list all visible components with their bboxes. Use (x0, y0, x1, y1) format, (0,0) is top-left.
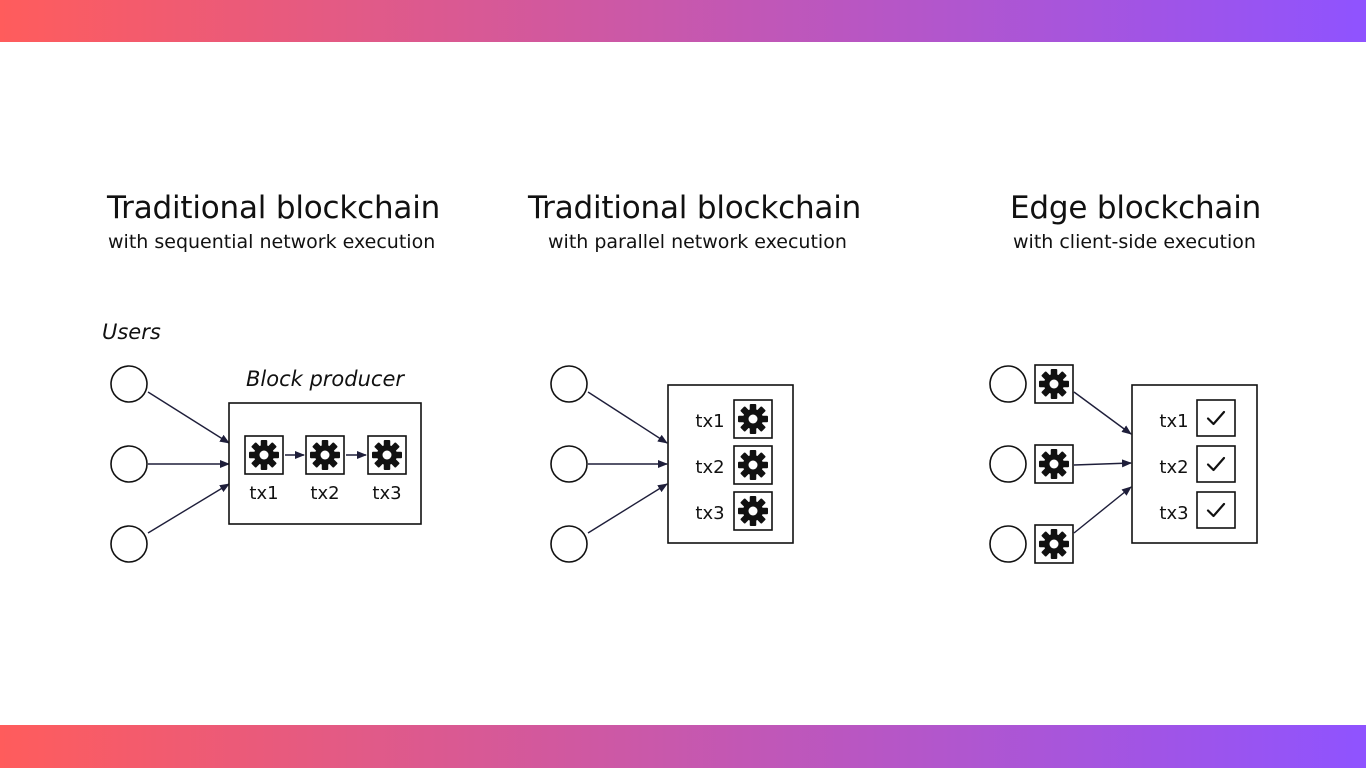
arrow-client1-to-chain (1073, 391, 1132, 435)
tx3-label: tx3 (1159, 503, 1188, 524)
panel-3-edge: tx1 tx2 tx3 (989, 364, 1258, 564)
parallel-node-box (667, 384, 794, 544)
gear-icon (738, 450, 768, 480)
tx3-label: tx3 (372, 483, 401, 504)
user-circle-3 (110, 525, 148, 563)
block-producer-label: Block producer (246, 367, 405, 391)
gear-icon (1039, 529, 1069, 559)
gear-icon (1039, 369, 1069, 399)
tx1-label: tx1 (249, 483, 278, 504)
tx2-label: tx2 (695, 457, 724, 478)
panel-3-subtitle: with client-side execution (1013, 231, 1256, 253)
user-circle-2 (550, 445, 588, 483)
gear-icon (310, 440, 340, 470)
bottom-gradient-band (0, 725, 1366, 768)
tx2-check-box (1196, 445, 1236, 483)
user-circle-2 (989, 445, 1027, 483)
tx2-label: tx2 (310, 483, 339, 504)
tx2-label: tx2 (1159, 457, 1188, 478)
user-circle-1 (110, 365, 148, 403)
arrow-user3-to-producer (147, 483, 230, 534)
arrow-user1-to-node (587, 391, 668, 444)
tx1-label: tx1 (1159, 411, 1188, 432)
user-circle-3 (550, 525, 588, 563)
panel-1-subtitle: with sequential network execution (108, 231, 436, 253)
user-circle-1 (989, 365, 1027, 403)
gear-icon (738, 496, 768, 526)
arrow-user1-to-producer (147, 391, 230, 444)
panel-3-title: Edge blockchain (1010, 190, 1262, 226)
edge-chain-box (1131, 384, 1258, 544)
tx1-check-box (1196, 399, 1236, 437)
arrow-client2-to-chain (1073, 459, 1132, 468)
gear-icon (1039, 449, 1069, 479)
user-circle-3 (989, 525, 1027, 563)
gear-icon (738, 404, 768, 434)
top-gradient-band (0, 0, 1366, 42)
panel-2-title: Traditional blockchain (528, 190, 862, 226)
panel-1-sequential: tx1 tx2 tx3 (110, 365, 422, 563)
tx1-label: tx1 (695, 411, 724, 432)
gear-icon (249, 440, 279, 470)
panel-1-title: Traditional blockchain (107, 190, 441, 226)
panel-2-subtitle: with parallel network execution (548, 231, 847, 253)
gear-icon (372, 440, 402, 470)
arrow-user3-to-node (587, 483, 668, 534)
user-circle-2 (110, 445, 148, 483)
users-label: Users (102, 320, 161, 344)
tx3-check-box (1196, 491, 1236, 529)
user-circle-1 (550, 365, 588, 403)
arrow-client3-to-chain (1073, 486, 1132, 534)
panel-2-parallel: tx1 tx2 tx3 (550, 365, 794, 563)
tx3-label: tx3 (695, 503, 724, 524)
